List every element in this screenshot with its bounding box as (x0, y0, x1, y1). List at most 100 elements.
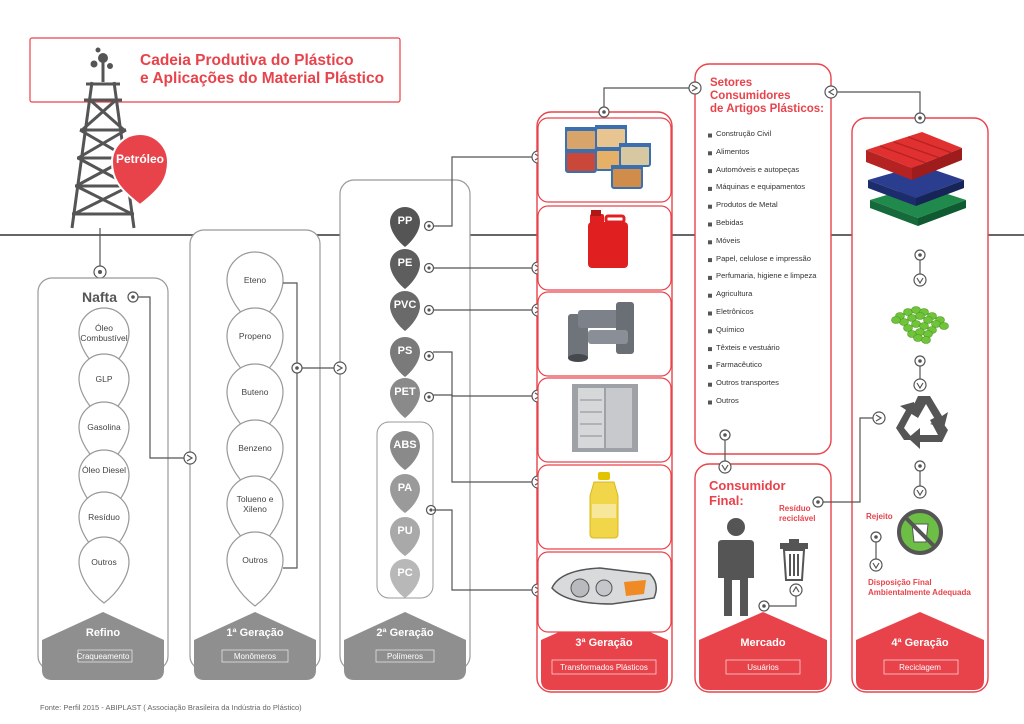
recycling-icon (896, 396, 948, 449)
gen1-bubbles (226, 251, 284, 607)
refino-footer-sub: Craqueamento (76, 652, 130, 661)
polymer-group-drop (390, 431, 420, 470)
gen4-footer (856, 612, 984, 690)
gen1-bubble (226, 363, 284, 439)
polymer-group-drop (390, 517, 420, 556)
gen2-footer-title: 2ª Geração (376, 627, 434, 639)
petroleo-label: Petróleo (115, 152, 164, 166)
consumidor-title: Consumidor Final: (709, 478, 786, 508)
trash-can-icon (780, 539, 808, 581)
rejeito-label: Rejeito (866, 512, 893, 521)
polymer-group-label: ABS (393, 439, 417, 451)
setores-title: Setores Consumidores de Artigos Plástico… (710, 77, 824, 115)
gen4-footer-sub: Reciclagem (899, 663, 941, 672)
gen1-item-label: Propeno (238, 331, 272, 341)
polymer-group-label: PU (397, 525, 413, 537)
gen1-footer-title: 1ª Geração (226, 627, 284, 639)
refino-footer-title: Refino (85, 627, 121, 639)
setor-item: Produtos de Metal (716, 200, 778, 210)
setor-item: Automóveis e autopeças (716, 164, 800, 174)
title-line-1: Cadeia Produtiva do Plástico (140, 52, 354, 69)
setor-item: Perfumaria, higiene e limpeza (716, 271, 817, 281)
gen3-footer-title: 3ª Geração (575, 637, 633, 649)
refino-bubble (78, 536, 130, 604)
gen1-bubble (226, 531, 284, 607)
gen2-footer-sub: Polímeros (386, 652, 423, 661)
disposicao-final-label: Disposição Final Ambientalmente Adequada (868, 578, 971, 597)
polymer-group-drop (390, 474, 420, 513)
gen2-polymer-drops (390, 207, 435, 418)
refino-item-label: Gasolina (87, 422, 121, 432)
polymer-label: PP (397, 215, 413, 227)
residuo-reciclavel-label: Resíduo reciclável (779, 504, 816, 523)
refino-item-label: GLP (95, 374, 113, 384)
gen2-group-drops (390, 431, 437, 598)
setor-item: Papel, celulose e impressão (716, 253, 811, 263)
jerrycan-icon (588, 210, 628, 268)
refrigerator-icon (572, 384, 638, 452)
diagram-title: Cadeia Produtiva do Plástico e Aplicaçõe… (140, 52, 384, 88)
plastic-pallets-icon (866, 132, 966, 226)
setor-item: Farmacêutico (716, 360, 763, 370)
setor-item: Máquinas e equipamentos (716, 182, 806, 192)
refino-bubbles (78, 307, 130, 604)
refino-item-label: Resíduo (88, 512, 120, 522)
petroleo-drop-marker (110, 133, 170, 207)
setor-item: Agricultura (716, 289, 753, 299)
gen1-bubble (226, 307, 284, 383)
mercado-footer-sub: Usuários (747, 663, 779, 672)
polymer-label: PE (397, 257, 413, 269)
mercado-footer (699, 612, 827, 690)
gen1-item-label: Eteno (243, 275, 267, 285)
gen4-footer-title: 4ª Geração (891, 637, 949, 649)
polymer-group-drop (390, 559, 420, 598)
polymer-drop (390, 337, 420, 377)
polymer-drop (390, 207, 420, 247)
person-icon (718, 518, 754, 616)
setor-item: Alimentos (716, 146, 750, 156)
polymer-label: PS (397, 345, 413, 357)
gen1-bubble (226, 475, 284, 551)
gen3-footer-sub: Transformados Plásticos (560, 663, 648, 672)
polymer-connectors (433, 156, 533, 591)
mercado-footer-title: Mercado (740, 637, 786, 649)
refino-bubble (78, 401, 130, 469)
setor-item: Móveis (716, 235, 741, 245)
food-containers-icon (565, 125, 651, 189)
gen1-item-label: Outros (242, 555, 268, 565)
title-box (29, 37, 401, 103)
gen1-footer-sub: Monômeros (233, 652, 277, 661)
title-line-2: e Aplicações do Material Plástico (140, 70, 385, 87)
gen1-bubble (226, 251, 284, 327)
gen1-item-label: Tolueno e Xileno (236, 494, 274, 514)
refino-item-label: Óleo Diesel (82, 465, 126, 475)
setor-item: Têxteis e vestuário (716, 342, 780, 352)
oil-bottle-icon (589, 472, 619, 539)
polymer-drop (390, 378, 420, 418)
nafta-label: Nafta (82, 289, 118, 305)
polymer-drop (390, 291, 420, 331)
rejeito-icon (897, 509, 943, 555)
oil-splash-icon (90, 47, 113, 69)
gen1-item-label: Benzeno (238, 443, 272, 453)
setor-item: Eletrônicos (716, 307, 754, 316)
setor-item: Químico (716, 324, 745, 334)
polymer-group-label: PA (397, 482, 413, 494)
setor-item: Outros (716, 396, 739, 405)
polymer-label: PET (394, 386, 416, 398)
gen1-item-label: Buteno (241, 387, 269, 397)
setores-panel (694, 63, 832, 455)
gen2-footer (344, 612, 466, 680)
setor-item: Construção Civil (716, 129, 772, 138)
gen1-bubble (226, 419, 284, 495)
refino-footer (42, 612, 164, 680)
setor-item: Bebidas (716, 218, 744, 227)
source-note: Fonte: Perfil 2015 - ABIPLAST ( Associaç… (40, 703, 302, 712)
refino-item-label: Óleo Combustível (80, 323, 128, 343)
polymer-label: PVC (393, 299, 417, 311)
setor-item: Outros transportes (716, 378, 779, 388)
polymer-group-label: PC (397, 567, 413, 579)
pvc-pipes-icon (568, 302, 634, 362)
refino-bubble (78, 353, 130, 421)
